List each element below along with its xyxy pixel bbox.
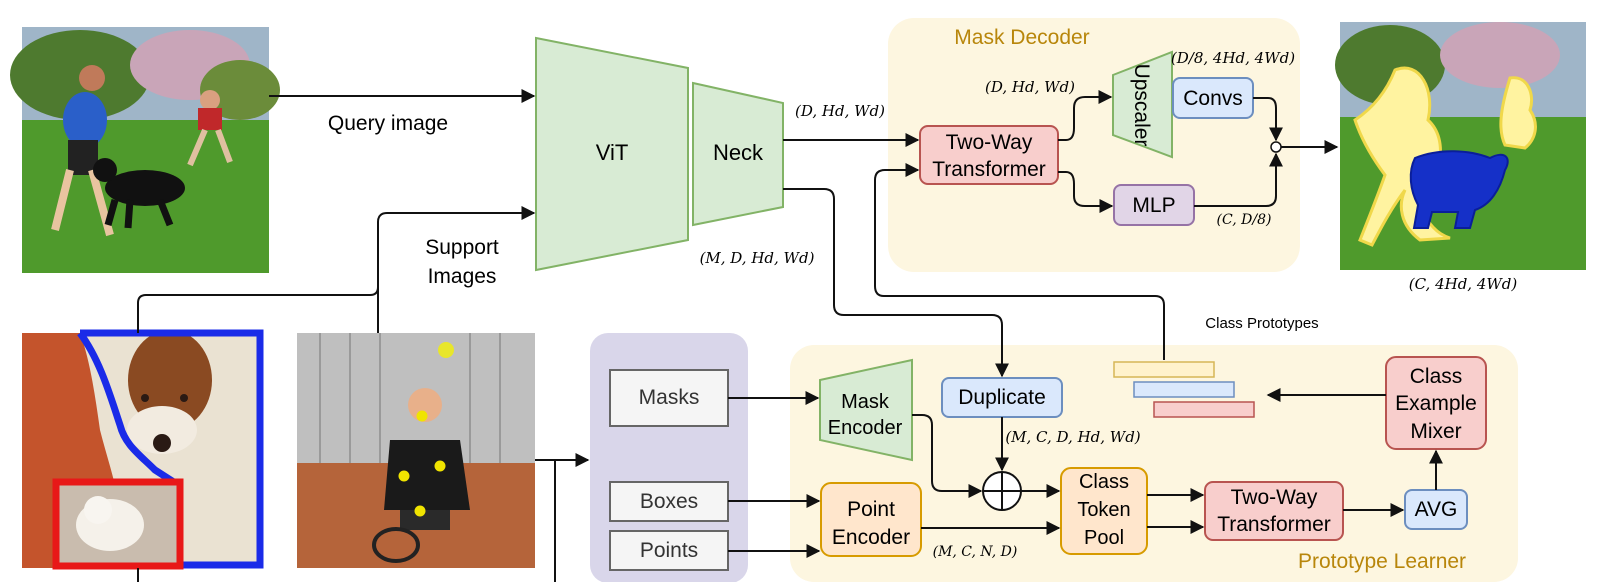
shape-convs-out: (D/8, 4Hd, 4Wd) [1171, 49, 1295, 67]
support-image-dog-cat [22, 329, 264, 570]
class-example-mixer-label-3: Mixer [1410, 420, 1461, 443]
duplicate-label: Duplicate [958, 386, 1046, 409]
point-encoder-label-2: Encoder [832, 526, 910, 549]
mlp-label: MLP [1132, 194, 1175, 217]
query-image [10, 27, 280, 273]
masks-input [609, 369, 729, 427]
class-token-pool-block [1060, 467, 1148, 555]
class-token-pool-label-3: Pool [1084, 527, 1124, 549]
point-prompt-dot [414, 505, 426, 517]
shape-duplicate-out: (M, C, D, Hd, Wd) [1005, 428, 1140, 446]
class-example-mixer-label-2: Example [1395, 392, 1477, 415]
point-prompt-dot [398, 470, 410, 482]
vit-label: ViT [596, 140, 629, 165]
two-way-transformer-decoder-label-1: Two-Way [946, 131, 1033, 154]
shape-neck-out: (D, Hd, Wd) [795, 102, 885, 120]
upscaler-label: Upscaler [1130, 64, 1153, 147]
vit-block [535, 36, 689, 272]
point-prompt-dot [434, 460, 446, 472]
boxes-label: Boxes [640, 490, 698, 513]
neck-block [692, 81, 784, 227]
class-prototypes-bars [1113, 361, 1255, 418]
class-token-pool-label-2: Token [1077, 499, 1130, 521]
convs-label: Convs [1183, 87, 1243, 110]
output-mask-image [1335, 22, 1586, 270]
masks-label: Masks [639, 386, 700, 409]
prototype-learner-title: Prototype Learner [1298, 550, 1466, 573]
boxes-input [609, 481, 729, 522]
mask-encoder-label-1: Mask [841, 391, 890, 413]
two-way-transformer-learner-label-1: Two-Way [1231, 486, 1318, 509]
class-example-mixer-label-1: Class [1410, 365, 1463, 388]
class-token-pool-label-1: Class [1079, 471, 1129, 493]
support-images-label-2: Images [428, 265, 497, 288]
avg-label: AVG [1415, 498, 1458, 521]
two-way-transformer-decoder-label-2: Transformer [932, 158, 1046, 181]
shape-point-out: (M, C, N, D) [933, 544, 1018, 560]
mask-decoder-title: Mask Decoder [954, 26, 1089, 49]
shape-decoder-to-upscaler: (D, Hd, Wd) [985, 78, 1075, 96]
class-example-mixer-block [1385, 356, 1487, 450]
point-encoder-label-1: Point [847, 498, 895, 521]
points-input [609, 530, 729, 571]
mask-encoder-block [819, 358, 913, 462]
support-images-label-1: Support [425, 236, 499, 259]
product-node [1270, 141, 1282, 153]
sum-node [982, 471, 1022, 511]
shape-support-feats: (M, D, Hd, Wd) [700, 249, 815, 267]
class-prototypes-label: Class Prototypes [1205, 315, 1318, 332]
connectors [137, 89, 1443, 582]
point-encoder-block [820, 482, 922, 557]
query-image-label: Query image [328, 112, 448, 135]
upscaler-block [1112, 50, 1173, 159]
support-image-tennis-boy [297, 333, 535, 568]
shape-mlp-out: (C, D/8) [1217, 212, 1272, 228]
shape-output-mask: (C, 4Hd, 4Wd) [1409, 275, 1518, 293]
mask-encoder-label-2: Encoder [828, 417, 903, 439]
two-way-transformer-decoder [919, 125, 1059, 185]
point-prompt-dot [416, 410, 428, 422]
points-label: Points [640, 539, 698, 562]
neck-label: Neck [713, 140, 764, 165]
two-way-transformer-learner-label-2: Transformer [1217, 513, 1331, 536]
